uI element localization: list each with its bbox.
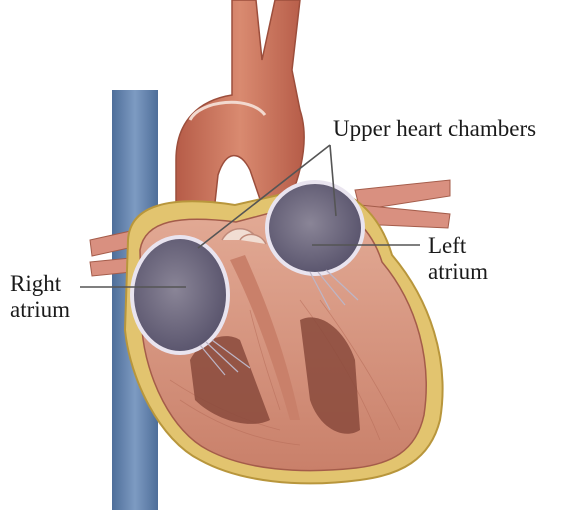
label-left-atrium: Left atrium bbox=[428, 233, 488, 285]
label-left-atrium-line1: Left bbox=[428, 233, 488, 259]
label-left-atrium-line2: atrium bbox=[428, 259, 488, 285]
label-right-atrium: Right atrium bbox=[10, 271, 70, 323]
label-right-atrium-line2: atrium bbox=[10, 297, 70, 323]
label-right-atrium-line1: Right bbox=[10, 271, 70, 297]
label-upper-heart-chambers: Upper heart chambers bbox=[333, 116, 536, 142]
